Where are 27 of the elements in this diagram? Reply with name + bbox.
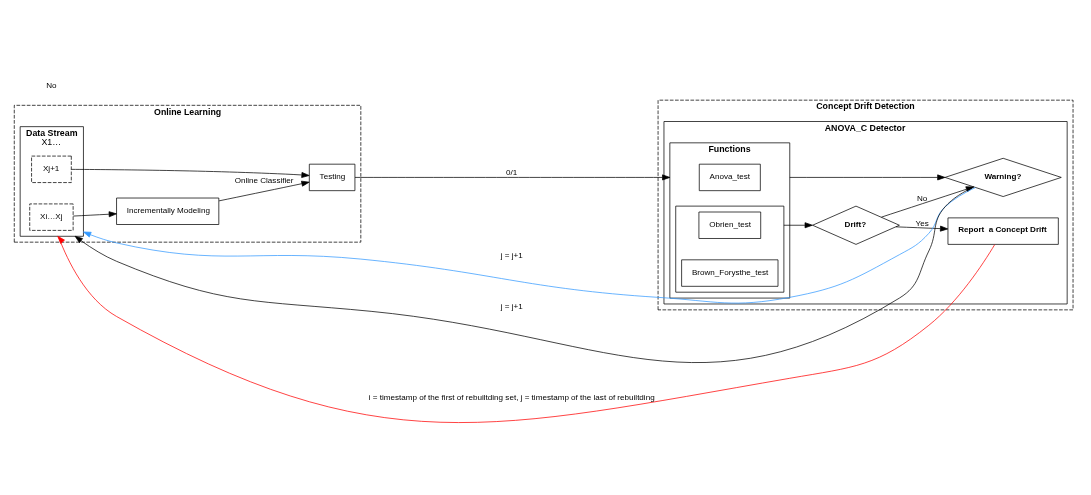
node-diamond: Drift? xyxy=(812,205,900,245)
arrow xyxy=(218,180,310,201)
arrow xyxy=(354,174,671,180)
edge-label: i = timestamp of the first of rebuiltding set, j = timestamp of the last of rebuiltding xyxy=(368,392,655,402)
cluster xyxy=(675,205,785,293)
node-box: Xi…Xj xyxy=(29,203,74,231)
edge-label: 0/1 xyxy=(506,167,518,177)
node-box: Xj+1 xyxy=(31,155,72,183)
label: No xyxy=(46,80,57,90)
arrow xyxy=(895,225,949,232)
node-box: Brown_Forysthe_test xyxy=(681,258,779,287)
arrow xyxy=(57,235,996,423)
node-box: Report a Concept Drift xyxy=(947,217,1059,245)
arrow xyxy=(783,221,813,228)
node-box: Anova_test xyxy=(698,163,761,191)
edge-label: Yes xyxy=(915,218,929,228)
edge-label: No xyxy=(917,193,928,203)
edge-label: Online Classifier xyxy=(234,175,294,185)
arrow xyxy=(789,174,946,180)
node-box: Incrementally Modeling xyxy=(116,197,220,225)
node-box: Testing xyxy=(308,163,356,191)
edge-label: j = j+1 xyxy=(500,250,523,260)
arrow xyxy=(71,168,310,178)
node-diamond: Warning? xyxy=(944,157,1062,197)
arrow xyxy=(72,210,117,217)
edge-label: j = j+1 xyxy=(500,301,523,311)
node-box: Obrien_test xyxy=(698,211,762,239)
